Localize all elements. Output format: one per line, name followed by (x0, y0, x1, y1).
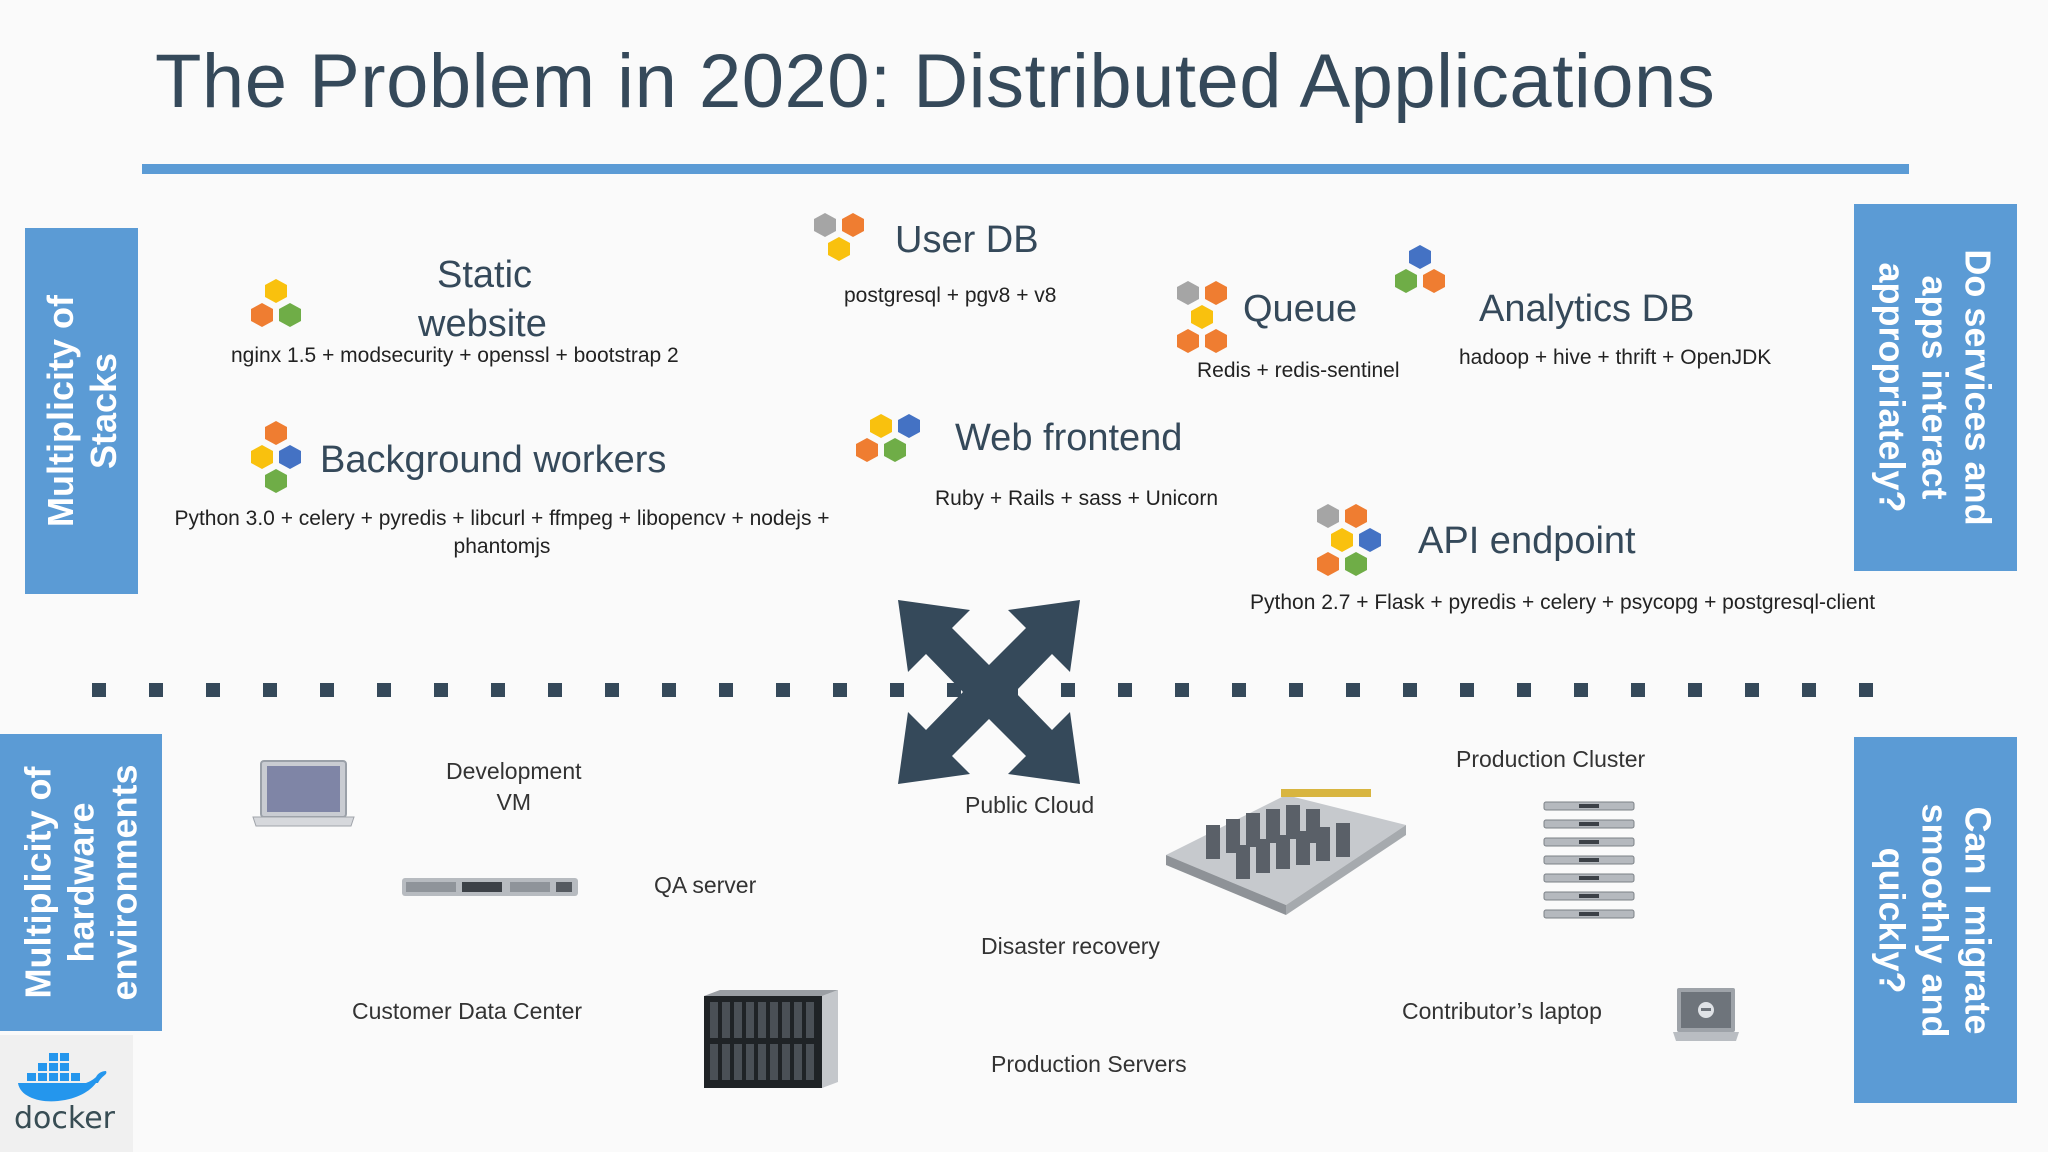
side-label-hardware: Multiplicity of hardware environments (0, 734, 162, 1031)
api-endpoint-title: API endpoint (1418, 520, 1636, 562)
api-endpoint-tech: Python 2.7 + Flask + pyredis + celery + … (1250, 591, 1876, 614)
docker-logo: docker (0, 1035, 133, 1152)
blade-server-icon (704, 990, 838, 1088)
rack-server-icon (402, 878, 578, 896)
laptop-icon (252, 760, 355, 827)
queue-hex-icon (1177, 281, 1227, 353)
web-frontend-title: Web frontend (955, 417, 1183, 459)
analytics-db-hex-icon (1395, 245, 1445, 293)
side-label-interact-text: Do services and apps interact appropriat… (1872, 249, 2000, 526)
docker-logo-text: docker (14, 1101, 115, 1136)
side-label-stacks-text: Multiplicity of Stacks (39, 295, 124, 527)
cluster-stack-icon (1543, 801, 1635, 919)
title-underline (142, 164, 1909, 174)
static-website-hex-icon (251, 279, 301, 327)
queue-tech: Redis + redis-sentinel (1197, 359, 1400, 382)
queue-title: Queue (1243, 288, 1358, 330)
production-cluster-label: Production Cluster (1456, 746, 1646, 772)
user-db-tech: postgresql + pgv8 + v8 (844, 284, 1057, 307)
background-workers-hex-icon (251, 421, 301, 493)
api-endpoint-hex-icon (1317, 504, 1381, 576)
background-workers-title: Background workers (320, 439, 667, 481)
contributor-laptop-label: Contributor’s laptop (1402, 998, 1602, 1024)
side-label-interact: Do services and apps interact appropriat… (1854, 204, 2017, 571)
disaster-recovery-label: Disaster recovery (981, 933, 1160, 959)
static-website-title-line1: Static (437, 254, 533, 296)
user-db-title: User DB (895, 219, 1039, 261)
production-servers-label: Production Servers (991, 1051, 1187, 1077)
user-db-hex-icon (814, 213, 864, 261)
analytics-db-tech: hadoop + hive + thrift + OpenJDK (1459, 346, 1772, 369)
static-website-tech: nginx 1.5 + modsecurity + openssl + boot… (231, 344, 679, 367)
side-label-stacks: Multiplicity of Stacks (25, 228, 138, 594)
side-label-migrate: Can I migrate smoothly and quickly? (1854, 737, 2017, 1103)
slide-title: The Problem in 2020: Distributed Applica… (155, 39, 1716, 124)
side-label-migrate-text: Can I migrate smoothly and quickly? (1872, 802, 1999, 1038)
docker-whale-icon (18, 1053, 107, 1102)
web-frontend-hex-icon (856, 414, 920, 462)
side-label-hardware-text: Multiplicity of hardware environments (17, 764, 145, 1001)
static-website-title-line2: website (418, 303, 547, 345)
background-workers-tech: Python 3.0 + celery + pyredis + libcurl … (174, 507, 830, 558)
web-frontend-tech: Ruby + Rails + sass + Unicorn (935, 487, 1219, 510)
dell-laptop-icon (1673, 988, 1739, 1041)
qa-server-label: QA server (654, 872, 757, 898)
dev-vm-label: Development VM (446, 758, 582, 815)
customer-dc-label: Customer Data Center (352, 998, 583, 1024)
cross-arrows-icon (898, 600, 1080, 784)
analytics-db-title: Analytics DB (1479, 288, 1695, 330)
public-cloud-label: Public Cloud (965, 792, 1095, 818)
datacenter-icon (1166, 789, 1406, 915)
